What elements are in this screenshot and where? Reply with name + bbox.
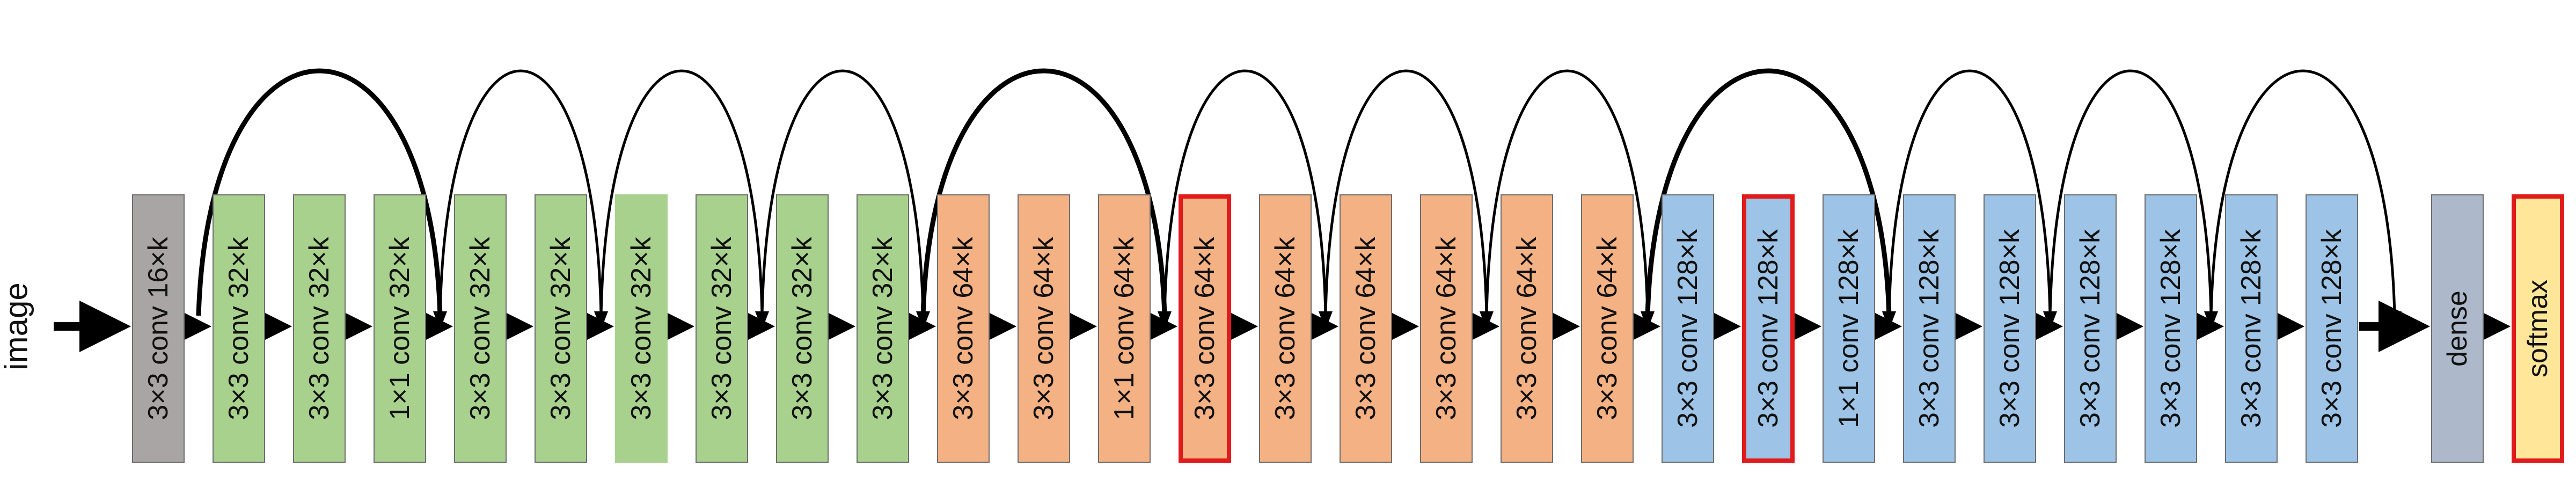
layer-21-label: 3×3 conv 128×k [1753,229,1784,428]
layer-16: 3×3 conv 64×k [1340,194,1392,463]
layer-3: 3×3 conv 32×k [293,194,346,463]
layer-14: 3×3 conv 64×k [1179,194,1231,463]
layer-2-label: 3×3 conv 32×k [223,237,254,420]
layer-22-label: 1×1 conv 128×k [1833,229,1864,428]
skip-connection-2 [438,69,603,316]
layer-5: 3×3 conv 32×k [454,194,507,463]
skip-connection-12-arrowhead [2388,311,2402,330]
skip-connection-9 [1645,68,1892,316]
skip-connection-12 [2209,69,2396,316]
layer-12: 3×3 conv 64×k [1018,194,1070,463]
skip-connection-11 [2048,69,2213,316]
layer-17-label: 3×3 conv 64×k [1431,237,1462,420]
skip-connection-3 [599,69,764,316]
layer-18: 3×3 conv 64×k [1501,194,1553,463]
layer-2: 3×3 conv 32×k [213,194,265,463]
skip-connection-9-arrowhead [1882,311,1896,330]
layer-10-label: 3×3 conv 32×k [867,237,898,420]
skip-connection-7-arrowhead [1480,311,1494,330]
layer-12-label: 3×3 conv 64×k [1028,237,1059,420]
layer-11-label: 3×3 conv 64×k [948,237,979,420]
skip-connection-4-arrowhead [916,311,930,330]
skip-connection-10-arrowhead [2043,311,2057,330]
skip-connection-7 [1324,69,1488,316]
input-label-text: image [0,282,34,370]
skip-connection-11-arrowhead [2204,311,2218,330]
layer-24: 3×3 conv 128×k [1984,194,2036,463]
layer-19: 3×3 conv 64×k [1581,194,1634,463]
layer-16-label: 3×3 conv 64×k [1350,237,1381,420]
layer-9-label: 3×3 conv 32×k [787,237,818,420]
layer-17: 3×3 conv 64×k [1420,194,1473,463]
layer-25-label: 3×3 conv 128×k [2075,229,2106,428]
layer-9: 3×3 conv 32×k [776,194,829,463]
skip-connection-6-arrowhead [1319,311,1333,330]
layer-10: 3×3 conv 32×k [857,194,909,463]
layer-29-label: dense [2442,290,2473,367]
skip-connection-5-arrowhead [1158,311,1172,330]
layer-30-label: softmax [2522,279,2553,378]
layer-26-label: 3×3 conv 128×k [2155,229,2186,428]
layer-1-label: 3×3 conv 16×k [143,237,174,420]
layer-8-label: 3×3 conv 32×k [706,237,737,420]
skip-connection-6 [1163,69,1327,316]
layer-13-label: 1×1 conv 64×k [1109,237,1140,420]
layer-3-label: 3×3 conv 32×k [304,237,335,420]
layer-6-label: 3×3 conv 32×k [545,237,576,420]
layer-4: 1×1 conv 32×k [374,194,426,463]
skip-connection-2-arrowhead [594,311,608,330]
layer-29: dense [2431,194,2484,463]
skip-connection-8 [1485,69,1649,316]
skip-connection-1-arrowhead [433,311,447,330]
layer-15: 3×3 conv 64×k [1259,194,1312,463]
layer-27: 3×3 conv 128×k [2225,194,2278,463]
layer-14-label: 3×3 conv 64×k [1189,237,1220,420]
layer-8: 3×3 conv 32×k [696,194,748,463]
layer-27-label: 3×3 conv 128×k [2236,229,2267,428]
layer-1: 3×3 conv 16×k [132,194,185,463]
skip-connection-10 [1887,69,2052,316]
skip-connection-3-arrowhead [755,311,769,330]
layer-22: 1×1 conv 128×k [1823,194,1875,463]
skip-connection-8-arrowhead [1641,311,1655,330]
layer-25: 3×3 conv 128×k [2064,194,2117,463]
layer-4-label: 1×1 conv 32×k [384,237,415,420]
layer-15-label: 3×3 conv 64×k [1270,237,1301,420]
layer-20: 3×3 conv 128×k [1662,194,1714,463]
skip-connection-4 [760,69,925,316]
layer-19-label: 3×3 conv 64×k [1592,237,1623,420]
layer-23: 3×3 conv 128×k [1903,194,1956,463]
layer-24-label: 3×3 conv 128×k [1994,229,2025,428]
layer-6: 3×3 conv 32×k [535,194,587,463]
layer-20-label: 3×3 conv 128×k [1672,229,1703,428]
layer-7: 3×3 conv 32×k [615,194,668,463]
layer-23-label: 3×3 conv 128×k [1914,229,1945,428]
layer-28: 3×3 conv 128×k [2306,194,2358,463]
layer-5-label: 3×3 conv 32×k [465,237,496,420]
layer-26: 3×3 conv 128×k [2145,194,2197,463]
layer-7-label: 3×3 conv 32×k [626,237,657,420]
skip-connection-1 [196,68,443,316]
layer-21: 3×3 conv 128×k [1742,194,1795,463]
layer-11: 3×3 conv 64×k [937,194,990,463]
layer-18-label: 3×3 conv 64×k [1511,237,1542,420]
layer-28-label: 3×3 conv 128×k [2316,229,2347,428]
layer-30: softmax [2512,194,2564,463]
layer-13: 1×1 conv 64×k [1098,194,1151,463]
skip-connection-5 [920,68,1167,316]
